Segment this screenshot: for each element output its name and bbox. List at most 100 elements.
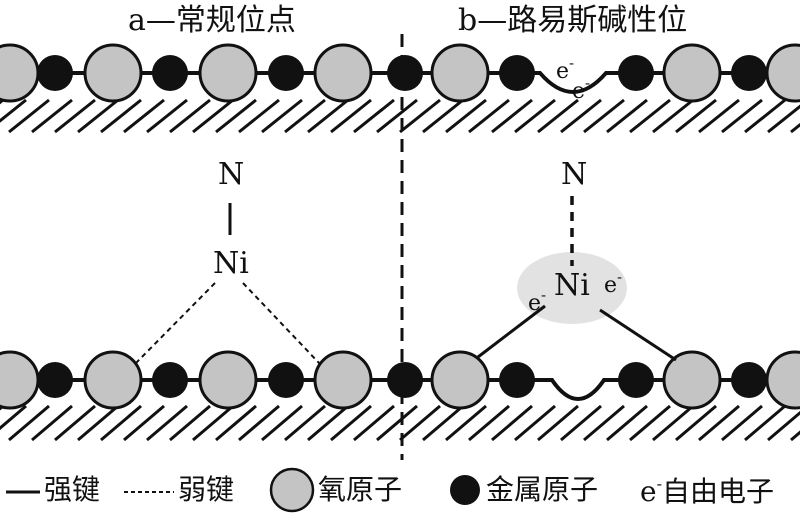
top-surface-slab <box>0 43 800 134</box>
oxygen-atom <box>198 350 258 410</box>
hatch-line <box>629 98 671 134</box>
hatch-line <box>744 98 786 134</box>
oxygen-atom <box>662 43 722 103</box>
hatch-line <box>698 98 740 134</box>
legend-oxygen-icon <box>269 467 315 513</box>
oxygen-atom <box>83 43 143 103</box>
hatch-line <box>215 404 257 442</box>
nickel-label-left: Ni <box>213 246 249 281</box>
hatch-line <box>215 98 257 134</box>
hatch-line <box>0 404 4 411</box>
oxygen-atom <box>0 43 40 103</box>
hatch-line <box>330 98 372 134</box>
electron-label: e- <box>528 286 547 316</box>
hatch-line <box>767 104 800 134</box>
hatch-line <box>100 98 142 134</box>
metal-atom <box>37 55 73 91</box>
weak-bond <box>242 282 321 365</box>
hatch-line <box>468 98 510 134</box>
metal-atom <box>37 362 73 398</box>
hatch-line <box>238 404 280 442</box>
legend-metal-icon <box>450 475 480 505</box>
hatch-line <box>675 98 717 134</box>
metal-atom <box>499 362 535 398</box>
hatch-line <box>238 98 280 134</box>
legend-electron-label: e-自由电子 <box>640 474 774 508</box>
oxygen-atom <box>662 350 722 410</box>
legend-oxygen-label: 氧原子 <box>318 473 403 506</box>
metal-atom <box>618 55 654 91</box>
legend-strong-bond-label: 强键 <box>44 473 101 506</box>
electron-label: e- <box>572 74 591 104</box>
hatch-line <box>652 98 694 134</box>
panel-b-title: b—路易斯碱性位 <box>458 3 688 38</box>
oxygen-atom <box>430 350 490 410</box>
panel-a-title: a—常规位点 <box>128 3 296 38</box>
hatch-line <box>77 98 119 134</box>
hatch-line <box>422 98 464 134</box>
hatch-line <box>491 98 533 134</box>
hatch-line <box>767 410 800 442</box>
hatch-line <box>353 404 395 442</box>
oxygen-atom <box>430 43 490 103</box>
hatch-line <box>31 98 73 134</box>
hatch-line <box>8 404 50 442</box>
legend-weak-bond-label: 弱键 <box>178 473 235 506</box>
metal-atom <box>499 55 535 91</box>
hatch-line <box>675 404 717 442</box>
hatch-line <box>583 98 625 134</box>
hatch-line <box>8 98 50 134</box>
hatch-line <box>192 404 234 442</box>
hatch-line <box>422 404 464 442</box>
metal-atom <box>152 55 188 91</box>
metal-atom <box>731 55 767 91</box>
oxygen-atom <box>83 350 143 410</box>
hatch-line <box>77 404 119 442</box>
hatch-line <box>698 404 740 442</box>
hatch-line <box>169 404 211 442</box>
hatch-line <box>537 404 579 442</box>
hatch-line <box>192 98 234 134</box>
oxygen-atom <box>0 350 40 410</box>
hatch-line <box>721 98 763 134</box>
hatch-line <box>606 404 648 442</box>
hatch-line <box>376 98 418 134</box>
hatch-line <box>537 98 579 134</box>
electron-label: e- <box>556 54 575 84</box>
hatch-line <box>790 430 800 442</box>
hatch-line <box>307 404 349 442</box>
oxygen-atom <box>198 43 258 103</box>
hatch-line <box>652 404 694 442</box>
hatch-line <box>123 404 165 442</box>
hatch-line <box>31 404 73 442</box>
metal-atom <box>268 55 304 91</box>
electron-label: e- <box>604 268 623 298</box>
hatch-line <box>261 404 303 442</box>
hatch-line <box>376 404 418 442</box>
hatch-line <box>0 98 27 123</box>
metal-atom <box>387 362 423 398</box>
strong-bond <box>477 304 546 359</box>
oxygen-atom <box>313 43 373 103</box>
hatch-line <box>744 404 786 442</box>
hatch-line <box>606 98 648 134</box>
hatch-line <box>353 98 395 134</box>
hatch-line <box>261 98 303 134</box>
nitrogen-label-left: N <box>218 157 245 192</box>
hatch-line <box>146 404 188 442</box>
hatch-line <box>123 98 165 134</box>
nitrogen-label-right: N <box>561 157 588 192</box>
hatch-line <box>284 404 326 442</box>
surface-bond-line <box>0 378 800 401</box>
hatch-line <box>468 404 510 442</box>
hatch-line <box>0 404 27 431</box>
hatch-line <box>560 98 602 134</box>
metal-atom <box>731 362 767 398</box>
hatch-line <box>790 122 800 134</box>
hatch-line <box>307 98 349 134</box>
hatch-line <box>514 98 556 134</box>
hatch-line <box>491 404 533 442</box>
hatch-line <box>721 404 763 442</box>
nickel-label-right: Ni <box>554 268 590 303</box>
